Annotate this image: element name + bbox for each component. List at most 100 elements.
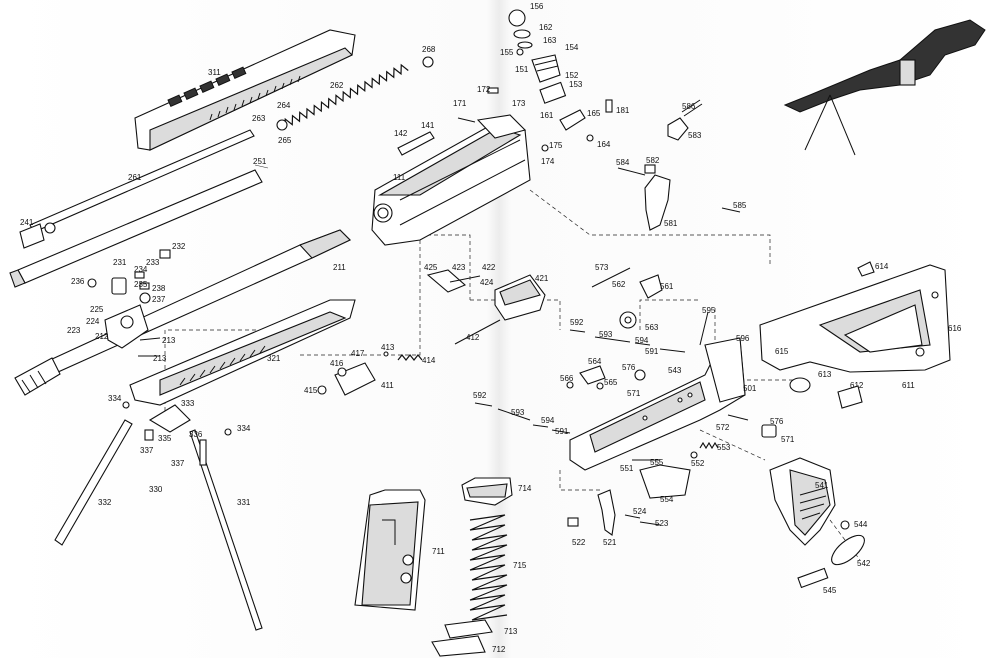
label-417: 417 (351, 349, 365, 358)
label-331: 331 (237, 498, 251, 507)
receiver-111 (371, 114, 531, 246)
label-551: 551 (620, 464, 634, 473)
label-212: 212 (95, 332, 109, 341)
pin-171 (457, 117, 476, 123)
label-615: 615 (775, 347, 789, 356)
label-415: 415 (304, 386, 318, 395)
lower-handguard-321 (129, 299, 356, 406)
label-576-a: 576 (622, 363, 636, 372)
label-554: 554 (660, 495, 674, 504)
label-181: 181 (616, 106, 630, 115)
label-594-a: 594 (635, 336, 649, 345)
label-154: 154 (565, 43, 579, 52)
label-172: 172 (477, 85, 491, 94)
label-541: 541 (815, 481, 829, 490)
label-337-b: 337 (171, 459, 185, 468)
label-251: 251 (253, 157, 267, 166)
label-265: 265 (278, 136, 292, 145)
label-234: 234 (134, 265, 148, 274)
label-593-a: 593 (599, 330, 613, 339)
label-330: 330 (149, 485, 163, 494)
label-232: 232 (172, 242, 186, 251)
label-423: 423 (452, 263, 466, 272)
label-413: 413 (381, 343, 395, 352)
label-336: 336 (189, 430, 203, 439)
label-553: 553 (717, 443, 731, 452)
trigger-521 (567, 489, 661, 536)
label-155: 155 (500, 48, 514, 57)
label-586: 586 (682, 102, 696, 111)
label-142: 142 (394, 129, 408, 138)
label-594-b: 594 (541, 416, 555, 425)
label-613: 613 (818, 370, 832, 379)
label-211: 211 (333, 263, 346, 272)
label-713: 713 (504, 627, 518, 636)
pins-left-lower (474, 402, 571, 434)
bipod-330 (54, 401, 263, 631)
label-542: 542 (857, 559, 871, 568)
label-334-b: 334 (237, 424, 251, 433)
label-522: 522 (572, 538, 586, 547)
label-591-a: 591 (645, 347, 659, 356)
label-715: 715 (513, 561, 527, 570)
label-585: 585 (733, 201, 747, 210)
hammer-group-580 (617, 99, 741, 231)
label-264: 264 (277, 101, 291, 110)
label-335: 335 (158, 434, 172, 443)
pistol-grip-541 (769, 457, 865, 589)
label-595: 595 (702, 306, 716, 315)
label-333: 333 (181, 399, 195, 408)
label-421: 421 (535, 274, 549, 283)
label-152: 152 (565, 71, 579, 80)
handguard-311 (134, 29, 356, 151)
label-241: 241 (20, 218, 34, 227)
label-552: 552 (691, 459, 705, 468)
label-584: 584 (616, 158, 630, 167)
magazine-follower-714 (461, 477, 513, 506)
label-162: 162 (539, 23, 553, 32)
label-593-b: 593 (511, 408, 525, 417)
label-564: 564 (588, 357, 602, 366)
label-616: 616 (948, 324, 962, 333)
label-164: 164 (597, 140, 611, 149)
label-224: 224 (86, 317, 100, 326)
label-524: 524 (633, 507, 647, 516)
label-231: 231 (113, 258, 127, 267)
label-174: 174 (541, 157, 555, 166)
magazine-floorplate (431, 619, 493, 657)
label-411: 411 (381, 381, 394, 390)
label-163: 163 (543, 36, 557, 45)
label-711: 711 (432, 547, 445, 556)
lower-receiver-501 (569, 337, 746, 471)
label-213-b: 213 (153, 354, 167, 363)
label-573: 573 (595, 263, 609, 272)
label-223: 223 (67, 326, 81, 335)
label-581: 581 (664, 219, 678, 228)
magazine-711 (354, 489, 426, 611)
trigger-pack-parts (566, 267, 777, 499)
label-614: 614 (875, 262, 889, 271)
label-141: 141 (421, 121, 435, 130)
label-173: 173 (512, 99, 526, 108)
label-544: 544 (854, 520, 868, 529)
magazine-spring-715 (469, 514, 508, 621)
label-571-b: 571 (781, 435, 795, 444)
label-425: 425 (424, 263, 438, 272)
label-416: 416 (330, 359, 344, 368)
buttstock-611 (759, 264, 951, 373)
label-583: 583 (688, 131, 702, 140)
assembly-lines (164, 189, 861, 561)
gas-tube-251 (9, 164, 269, 288)
label-714: 714 (518, 484, 532, 493)
label-233: 233 (146, 258, 160, 267)
recoil-spring-262 (276, 56, 434, 131)
label-238: 238 (152, 284, 166, 293)
label-156: 156 (530, 2, 544, 11)
label-268: 268 (422, 45, 436, 54)
label-591-b: 591 (555, 427, 569, 436)
label-225: 225 (90, 305, 104, 314)
label-501: 501 (743, 384, 757, 393)
label-611: 611 (902, 381, 915, 390)
label-596: 596 (736, 334, 750, 343)
